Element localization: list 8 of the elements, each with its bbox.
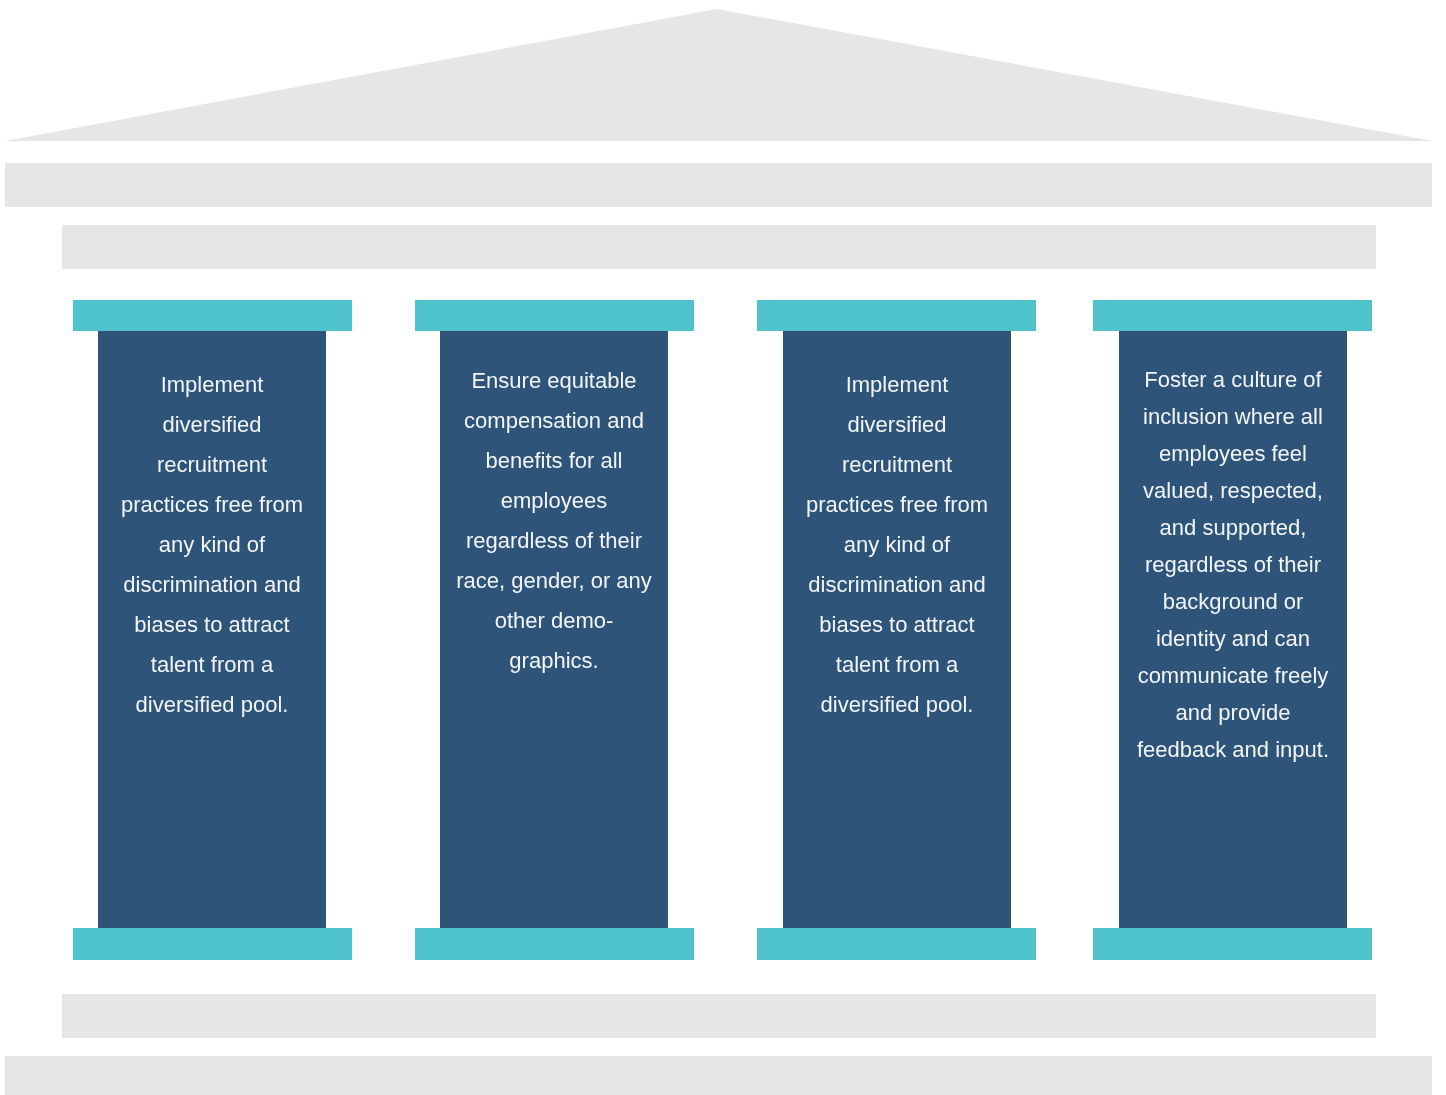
pillar-shaft bbox=[98, 331, 326, 928]
pillar-shaft bbox=[1119, 331, 1347, 928]
pillar-shaft bbox=[440, 331, 668, 928]
pillar-text: Implement diversified recruitment practices free from any kind of discrimination and biases to attract talent from a diversified pool. bbox=[804, 371, 990, 719]
pillar-shaft bbox=[783, 331, 1011, 928]
pillar-text: Foster a culture of inclusion where all employees feel valued, respected, and supported, regardless of their background or identity and can communicate freely and provide feedback and input. bbox=[1135, 366, 1330, 764]
pillar-text: Implement diversified recruitment practices free from any kind of discrimination and biases to attract talent from a diversified pool. bbox=[119, 371, 305, 719]
pillar-text: Ensure equitable compensation and benefits for all employees regardless of their race, gender, or any other demo-graphics. bbox=[455, 367, 653, 675]
